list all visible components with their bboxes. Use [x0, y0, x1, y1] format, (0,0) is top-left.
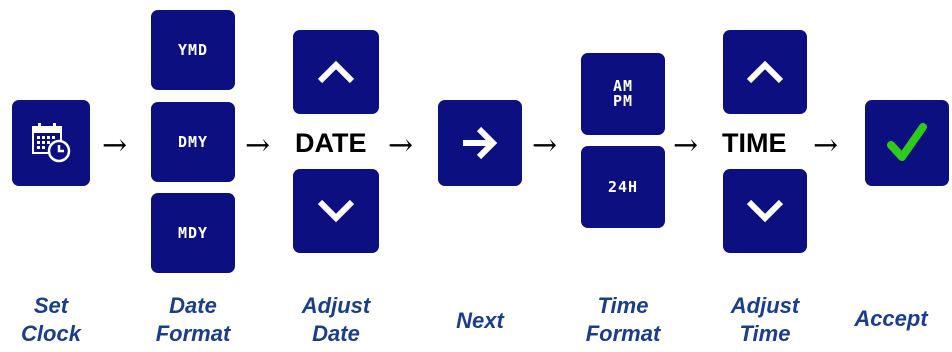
date-format-option-label: MDY: [177, 223, 209, 242]
chevron-down-icon: [745, 198, 785, 224]
date-down-button[interactable]: [293, 169, 379, 253]
time-format-ampm-button[interactable]: AM PM: [581, 53, 665, 135]
next-caption: Next: [456, 308, 504, 333]
flow-arrow: →: [673, 128, 699, 163]
date-format-option-label: YMD: [177, 40, 209, 59]
flow-arrow: →: [532, 128, 558, 163]
flow-arrow: →: [102, 128, 128, 163]
flow-arrow: →: [813, 128, 839, 163]
time-format-option-label: AM PM: [612, 77, 634, 110]
date-label: DATE: [295, 128, 367, 158]
flow-arrow: →: [245, 128, 271, 163]
time-down-button[interactable]: [723, 169, 807, 253]
date-format-option-label: DMY: [177, 132, 209, 151]
arrow-right-icon: [459, 125, 501, 161]
time-label: TIME: [722, 128, 787, 158]
date-format-dmy-button[interactable]: DMY: [151, 102, 235, 182]
date-format-mdy-button[interactable]: MDY: [151, 193, 235, 273]
calendar-clock-icon: [29, 121, 73, 165]
checkmark-icon: [885, 121, 929, 165]
set-clock-button[interactable]: [12, 100, 90, 186]
adjust-time-caption: Adjust Time: [730, 293, 800, 346]
accept-caption: Accept: [854, 306, 928, 331]
time-format-24h-button[interactable]: 24H: [581, 146, 665, 228]
time-format-option-label: 24H: [607, 177, 639, 196]
time-up-button[interactable]: [723, 30, 807, 114]
flow-arrow: →: [388, 128, 414, 163]
accept-button[interactable]: [865, 100, 949, 186]
date-up-button[interactable]: [293, 30, 379, 114]
chevron-up-icon: [745, 59, 785, 85]
date-format-ymd-button[interactable]: YMD: [151, 10, 235, 90]
adjust-date-caption: Adjust Date: [301, 293, 371, 346]
time-format-caption: Time Format: [585, 293, 661, 346]
next-button[interactable]: [438, 100, 522, 186]
chevron-down-icon: [316, 198, 356, 224]
chevron-up-icon: [316, 59, 356, 85]
date-format-caption: Date Format: [155, 293, 231, 346]
set-clock-caption: Set Clock: [21, 293, 81, 346]
